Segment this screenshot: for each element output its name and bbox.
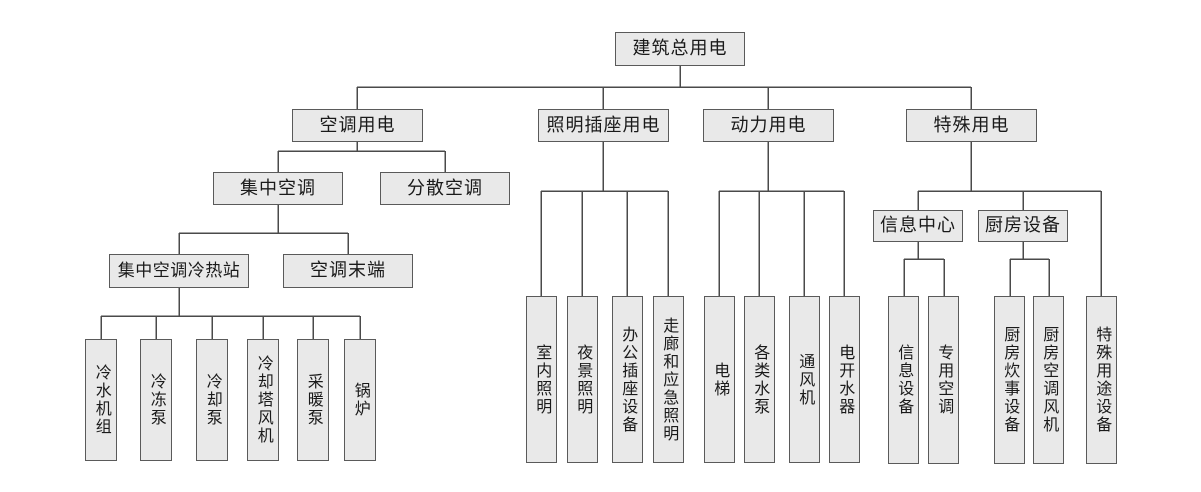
node-chiller-unit: 冷水机组 <box>85 339 117 461</box>
node-elevator: 电梯 <box>704 296 735 463</box>
node-corridor-emergency-lighting: 走廊和应急照明 <box>653 296 684 463</box>
connector-special-branch <box>903 142 1102 296</box>
node-electric-water-heater: 电开水器 <box>829 296 860 463</box>
node-office-socket-equipment: 办公插座设备 <box>612 296 643 463</box>
node-indoor-lighting: 室内照明 <box>526 296 557 463</box>
node-kitchen-equipment: 厨房设备 <box>978 210 1068 242</box>
node-nightscape-lighting: 夜景照明 <box>567 296 598 463</box>
node-ventilation-fan: 通风机 <box>789 296 820 463</box>
node-distributed-ac: 分散空调 <box>380 172 510 205</box>
node-water-pumps: 各类水泵 <box>744 296 775 463</box>
node-boiler: 锅炉 <box>344 339 376 461</box>
node-kitchen-ac-fan: 厨房空调风机 <box>1033 296 1064 464</box>
node-kitchen-cooking-equipment: 厨房炊事设备 <box>994 296 1025 464</box>
node-cooling-water-pump: 冷却泵 <box>196 339 228 461</box>
node-heating-pump: 采暖泵 <box>297 339 329 461</box>
node-central-ac-station: 集中空调冷热站 <box>109 254 249 288</box>
connector-hvac-branch <box>100 142 446 339</box>
node-special-purpose-equipment: 特殊用途设备 <box>1086 296 1117 464</box>
node-power: 动力用电 <box>703 109 834 142</box>
connector-power-branch <box>718 142 845 296</box>
node-hvac: 空调用电 <box>292 109 423 142</box>
node-central-ac: 集中空调 <box>213 172 343 205</box>
node-special: 特殊用电 <box>906 109 1037 142</box>
node-chilled-water-pump: 冷冻泵 <box>140 339 172 461</box>
node-ac-terminal: 空调末端 <box>283 254 413 288</box>
node-info-center: 信息中心 <box>873 210 963 242</box>
node-building-total: 建筑总用电 <box>615 32 745 66</box>
connector-lighting-branch <box>540 142 669 296</box>
node-cooling-tower-fan: 冷却塔风机 <box>247 339 279 461</box>
connector-root <box>356 66 972 109</box>
node-info-equipment: 信息设备 <box>888 296 919 464</box>
node-dedicated-ac: 专用空调 <box>928 296 959 464</box>
node-lighting-socket: 照明插座用电 <box>538 109 669 142</box>
